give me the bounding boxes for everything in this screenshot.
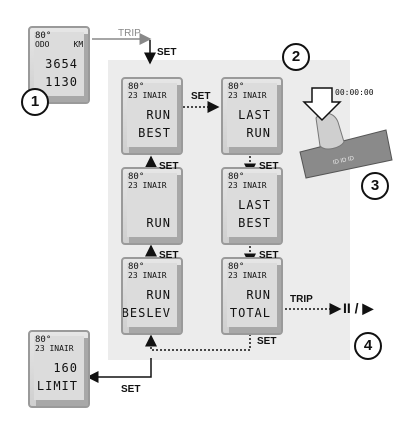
set-label-bottom: SET	[257, 336, 277, 347]
lcd-big2: BEST	[238, 216, 271, 230]
lcd-line2: 23 INAIR	[128, 91, 167, 100]
lcd-big1: RUN	[246, 288, 271, 302]
lcd-line1: 80°	[228, 262, 245, 272]
lcd-big1: RUN	[146, 288, 171, 302]
callout-2: 2	[282, 43, 310, 71]
trip-label-right: TRIP	[290, 294, 313, 305]
lcd-limit: 80° 23 INAIR 160 LIMIT	[28, 330, 90, 408]
lcd-run-total: 80° 23 INAIR RUN TOTAL	[221, 257, 283, 335]
lcd-run-beslev: 80° 23 INAIR RUN BESLEV	[121, 257, 183, 335]
lcd-line1: 80°	[35, 335, 52, 345]
callout-1: 1	[21, 88, 49, 116]
lcd-big2: TOTAL	[229, 306, 271, 320]
set-label-top: SET	[157, 47, 177, 58]
lcd-big1: 3654	[45, 57, 78, 71]
lcd-line2: 23 INAIR	[128, 271, 167, 280]
lcd-big2: 1130	[45, 75, 78, 89]
timer-label: 00:00:00	[335, 88, 374, 97]
lcd-big2: RUN	[146, 216, 171, 230]
lcd-line1: 80°	[128, 82, 145, 92]
lcd-big2: BEST	[138, 126, 171, 140]
lcd-big1: LAST	[238, 108, 271, 122]
lcd-line1: 80°	[228, 82, 245, 92]
lcd-line1: 80°	[128, 172, 145, 182]
lcd-line2: 23 INAIR	[128, 181, 167, 190]
callout-4: 4	[354, 332, 382, 360]
lcd-run-best: 80° 23 INAIR RUN BEST	[121, 77, 183, 155]
lcd-big2: RUN	[246, 126, 271, 140]
lcd-line2: ODO KM	[35, 40, 84, 49]
limit-arrow	[86, 358, 152, 383]
lcd-line2: 23 INAIR	[228, 271, 267, 280]
pause-play-icon: II / ▶	[343, 300, 374, 316]
lcd-line2: 23 INAIR	[35, 344, 74, 353]
set-label-right-upper: SET	[259, 161, 279, 172]
lcd-big1: 160	[53, 361, 78, 375]
lcd-line1: 80°	[35, 31, 52, 41]
set-label-left-lower: SET	[159, 250, 179, 261]
lcd-big2: BESLEV	[121, 306, 171, 320]
lcd-trip: 80° ODO KM 3654 1130	[28, 26, 90, 104]
set-label-mid-top: SET	[191, 91, 211, 102]
trip-label-top: TRIP	[118, 28, 141, 39]
lcd-run: 80° 23 INAIR RUN	[121, 167, 183, 245]
dotted-loop-arrow	[145, 330, 251, 351]
set-label-right-lower: SET	[259, 250, 279, 261]
lcd-big1: RUN	[146, 108, 171, 122]
lcd-line2: 23 INAIR	[228, 181, 267, 190]
lcd-last-run: 80° 23 INAIR LAST RUN	[221, 77, 283, 155]
lcd-big2: LIMIT	[36, 379, 78, 393]
lcd-line1: 80°	[228, 172, 245, 182]
hand-button-icon	[299, 87, 393, 179]
lcd-line2: 23 INAIR	[228, 91, 267, 100]
set-label-limit: SET	[121, 384, 141, 395]
lcd-last-best: 80° 23 INAIR LAST BEST	[221, 167, 283, 245]
lcd-line1: 80°	[128, 262, 145, 272]
callout-3: 3	[361, 172, 389, 200]
lcd-big1: LAST	[238, 198, 271, 212]
set-label-left-upper: SET	[159, 161, 179, 172]
